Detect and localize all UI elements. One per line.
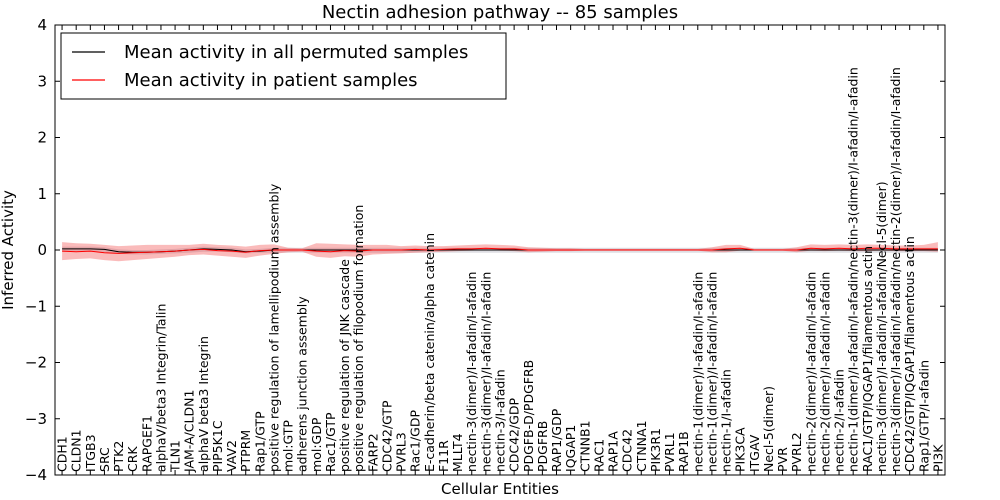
y-tick-label: 0 [37,241,47,259]
y-tick-label: 1 [37,185,47,203]
x-tick-label: CDC42/GTP [380,400,395,472]
band-permuted [62,246,938,255]
x-tick-label: CTNNA1 [634,420,649,472]
x-tick-label: Rac1/GDP [408,410,423,472]
x-tick-label: RAC1/GTP/IQGAP1/filamentous actin [860,246,875,472]
x-tick-label: RAPGEF1 [139,415,154,472]
x-tick-label: alphaV beta3 Integrin [196,336,211,472]
x-tick-label: nectin-2(dimer)/I-afadin/I-afadin [803,272,818,472]
x-tick-label: ITGB3 [83,434,98,472]
x-tick-label: positive regulation of filopodium format… [351,205,366,472]
x-tick-label: CDC42/GTP/IQGAP1/filamentous actin [902,236,917,472]
x-tick-label: Rac1/GTP [323,412,338,472]
x-tick-label: nectin-3(dimer)/I-afadin/I-afadin [478,272,493,472]
x-tick-label: PDGFB-D/PDGFRB [521,360,536,472]
y-tick-label: −2 [25,354,47,372]
x-axis-label: Cellular Entities [441,480,559,498]
x-tick-label: mol:GDP [309,417,324,472]
band-patient [62,242,938,262]
x-tick-label: nectin-1(dimer)/I-afadin/I-afadin [704,272,719,472]
x-tick-label: PVRL2 [789,432,804,472]
chart-title: Nectin adhesion pathway -- 85 samples [322,2,678,23]
x-tick-label: CDH1 [55,436,70,472]
x-tick-label: alphaV/beta3 Integrin/Talin [154,304,169,473]
y-tick-label: −4 [25,466,47,484]
x-tick-label: Rap1/GTP/I-afadin [916,360,931,472]
x-tick-label: PTPRM [238,430,253,472]
y-tick-label: 4 [37,16,47,34]
x-tick-label: Necl-5(dimer) [761,386,776,472]
x-tick-label: PVRL1 [662,432,677,472]
x-tick-label: nectin-2/I-afadin [832,369,847,472]
x-tick-label: nectin-1(dimer)/I-afadin/I-afadin [690,272,705,472]
x-tick-label: PIK3CA [733,427,748,472]
x-tick-label: nectin-3(dimer)/I-afadin/I-afadin/nectin… [888,67,903,472]
x-tick-label: CTNNB1 [577,420,592,472]
confidence-bands [62,242,938,262]
x-tick-label: PVR [775,447,790,472]
y-tick-label: −3 [25,410,47,428]
x-tick-label: CRK [125,446,140,472]
x-tick-label: nectin-3(dimer)/I-afadin/I-afadin/Necl-5… [874,181,889,472]
x-tick-label: CDC42/GDP [507,397,522,472]
x-tick-label: TLN1 [168,440,183,473]
x-tick-label: nectin-3/I-afadin [493,369,508,472]
x-tick-label: nectin-3(dimer)/I-afadin/I-afadin [464,272,479,472]
x-tick-label: PIK3R1 [648,428,663,472]
series-line-patient [62,247,938,254]
x-tick-label: nectin-1/I-afadin [719,369,734,472]
y-tick-label: −1 [25,297,47,315]
series-lines [62,247,938,254]
x-tick-label: PVRL3 [394,432,409,472]
x-tick-label: E-cadherin/beta catenin/alpha catenin [422,233,437,472]
x-tick-label: F11R [436,440,451,472]
legend-label: Mean activity in patient samples [124,70,418,91]
x-tick-label: PIP5K1C [210,420,225,472]
x-tick-label: RAP1B [676,431,691,472]
legend: Mean activity in all permuted samplesMea… [60,32,507,100]
x-tick-label: FARP2 [365,433,380,472]
x-tick-label: PI3K [930,444,945,472]
x-tick-label: Rap1/GTP [252,411,267,472]
x-tick-label: MLLT4 [450,433,465,472]
y-tick-label: 3 [37,72,47,90]
x-tick-label: positive regulation of JNK cascade [337,259,352,472]
x-tick-label: nectin-1(dimer)/I-afadin/I-afadin/nectin… [846,67,861,472]
y-tick-label: 2 [37,129,47,147]
x-tick-label: CDC42 [620,429,635,472]
y-axis-label: Inferred Activity [0,190,17,310]
y-axis: −4 −3 −2 −1 0 1 2 3 4 [25,16,945,484]
x-tick-label: positive regulation of lamellipodium ass… [267,183,282,472]
x-tick-label: RAC1 [591,439,606,472]
legend-label: Mean activity in all permuted samples [124,42,468,63]
x-tick-label: IQGAP1 [563,425,578,472]
x-tick-label: JAM-A/CLDN1 [182,390,197,473]
x-tick-label: mol:GTP [281,420,296,472]
x-tick-label: VAV2 [224,440,239,472]
legend-box [60,32,507,100]
x-tick-label: PDGFRB [535,421,550,472]
x-tick-label: CLDN1 [69,429,84,472]
x-tick-label: adherens junction assembly [295,296,310,472]
x-tick-label: RAP1A [606,431,621,472]
x-tick-label: RAP1/GDP [549,408,564,472]
x-tick-label: PTK2 [111,441,126,472]
x-tick-label: nectin-2(dimer)/I-afadin/I-afadin [817,272,832,472]
x-tick-label: ITGAV [747,434,762,472]
x-tick-label: SRC [97,447,112,472]
